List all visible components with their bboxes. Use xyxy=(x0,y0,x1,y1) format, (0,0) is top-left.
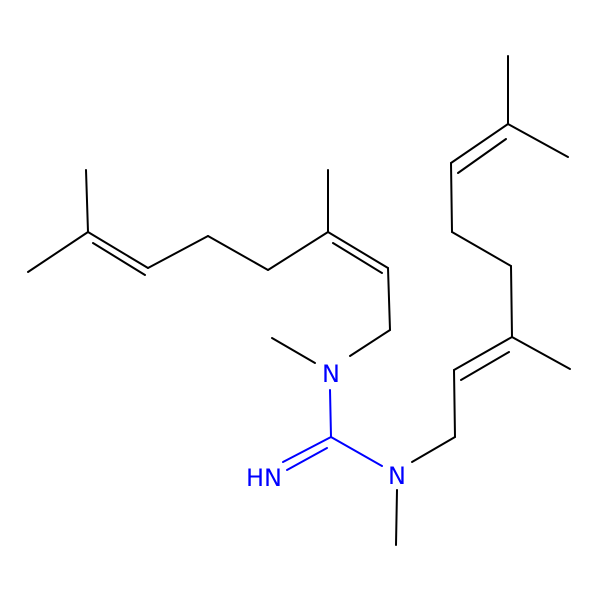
bond-double-mid-right-b xyxy=(460,351,510,381)
core-bonds xyxy=(271,337,456,546)
bond-right-chain-4 xyxy=(450,162,453,233)
bond-double-top-right-b xyxy=(457,138,507,174)
right-chain-bonds xyxy=(450,55,571,438)
bond-right-chain-2 xyxy=(510,265,513,338)
atom-label-n1: N xyxy=(322,360,340,388)
bond-c-guan-nh-b xyxy=(286,447,328,471)
bond-left-chain-4 xyxy=(387,267,391,331)
bond-double-left-b xyxy=(92,242,146,276)
bond-double-mid-left-a xyxy=(327,231,389,269)
bond-methyl-left xyxy=(27,231,89,273)
bond-n2-ch2 xyxy=(411,436,456,463)
bond-right-chain-3 xyxy=(451,231,512,267)
bond-left-chain-1 xyxy=(147,235,209,269)
bond-left-chain-5 xyxy=(349,329,391,357)
bond-c-guan-nh-a xyxy=(282,436,332,463)
bond-right-chain-1 xyxy=(453,369,456,438)
bond-left-chain-3 xyxy=(267,231,329,271)
bond-methyl-top-left xyxy=(85,169,89,233)
bond-n2-methyl xyxy=(395,489,398,546)
bond-left-chain-2 xyxy=(207,235,269,271)
bond-double-top-right-a xyxy=(450,123,509,164)
bond-double-mid-right-a xyxy=(453,336,513,371)
atom-label-imine: HN xyxy=(246,464,282,492)
bond-double-mid-left-b xyxy=(332,242,383,274)
bond-methyl-right xyxy=(507,123,569,158)
atom-label-n2: N xyxy=(388,462,406,490)
bond-c-guan-n2 xyxy=(330,436,383,467)
left-chain-bonds xyxy=(27,169,391,357)
bond-n1-methyl xyxy=(271,337,316,364)
bond-double-left-a xyxy=(87,231,149,269)
bond-n1-c-guan xyxy=(329,389,332,438)
bond-methyl-mid-right xyxy=(511,336,571,370)
